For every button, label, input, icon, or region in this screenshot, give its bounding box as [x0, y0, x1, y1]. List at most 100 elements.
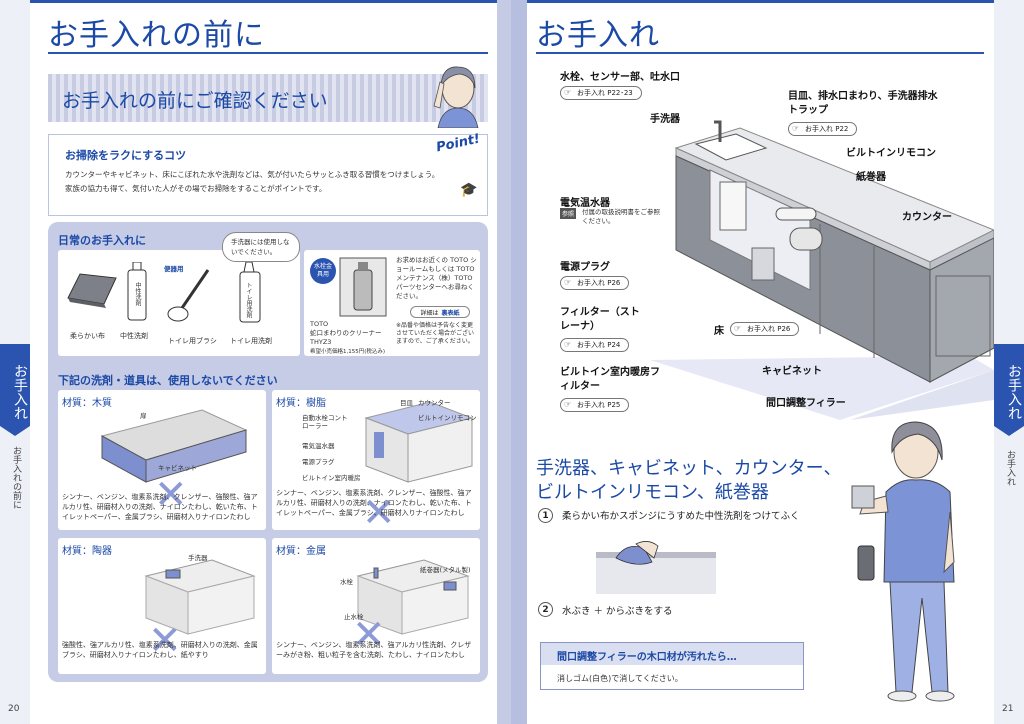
detail-link-box[interactable]: 詳細は 裏表紙 — [410, 306, 470, 318]
hand-icon: ☞ — [564, 88, 572, 97]
hand-icon: ☞ — [734, 324, 742, 333]
left-page-number: 20 — [8, 704, 20, 714]
resin-text: シンナー、ベンジン、塩素系洗剤、クレンザー、強酸性、強アルカリ性、研磨材入りの洗… — [276, 489, 472, 517]
metal-x-mark: ✕ — [352, 612, 386, 658]
product-inquiry: お求めはお近くの TOTO ショールームもしくは TOTO メンテナンス（株）T… — [396, 256, 477, 300]
callout-remote: ビルトインリモコン — [846, 148, 936, 159]
cleaning-section-title-2: ビルトインリモコン、紙巻器 — [536, 482, 769, 503]
ref-filter[interactable]: ☞お手入れ P24 — [560, 338, 630, 352]
resin-label-remote: ビルトインリモコン — [418, 414, 477, 422]
banner-text: お手入れの前にご確認ください — [62, 90, 328, 112]
callout-paper: 紙巻器 — [856, 172, 886, 183]
step-2-text: 水ぶき ＋ からぶきをする — [562, 606, 673, 617]
product-tag-text: 水栓金具用 — [313, 263, 332, 278]
convenient-label: 便器用 — [164, 265, 184, 273]
ceramic-cabinet-diagram — [144, 559, 256, 635]
ceramic-label-basin: 手洗器 — [188, 554, 208, 562]
right-title-underline — [536, 52, 984, 54]
metal-label-stopcock: 止水栓 — [344, 613, 364, 621]
callout-faucet: 水栓、センサー部、吐水口 — [560, 72, 680, 83]
resin-label-counter: カウンター — [418, 399, 451, 407]
filler-box-header-text: 間口調整フィラーの木口材が汚れたら… — [557, 652, 737, 663]
daily-item-cloth: 柔らかい布 — [70, 332, 105, 340]
product-name: TOTO 蛇口まわりのクリーナー THYZ3 — [310, 320, 382, 346]
daily-item-cleaner: トイレ用洗剤 — [230, 337, 272, 345]
detergent-bottle-icon — [127, 262, 147, 321]
center-gutter-right — [511, 0, 527, 724]
hand-icon: ☞ — [564, 340, 572, 349]
daily-care-header: 日常のお手入れに — [58, 234, 146, 247]
metal-card-title: 材質：金属 — [276, 546, 326, 557]
cabinet-illustration — [650, 120, 994, 420]
hand-icon: ☞ — [792, 124, 800, 133]
metal-label-faucet: 水栓 — [340, 578, 353, 586]
toilet-cleaner-icon — [239, 262, 261, 323]
left-side-sub: お手入れの前に — [11, 446, 21, 509]
wood-label-cabinet: キャビネット — [158, 464, 197, 472]
price-note: ※品番や価格は予告なく変更させていただく場合がございますので、ご了承ください。 — [396, 322, 475, 345]
right-side-sub: お手入れ — [1005, 450, 1015, 486]
bottle-label-1: 中性洗剤 — [134, 282, 141, 306]
resin-label-controller: 自動水栓コントローラー — [302, 414, 348, 430]
callout-heating-filter: ビルトイン室内暖房フィルター — [560, 367, 660, 392]
product-price: 希望小売価格1,155円(税込み) — [310, 349, 386, 355]
wood-cabinet-diagram — [100, 409, 248, 483]
step-1-number: 1 — [538, 508, 553, 523]
resin-x-mark: ✕ — [362, 490, 396, 536]
right-side-tab: お手入れ — [994, 344, 1024, 426]
callout-filler: 間口調整フィラー — [766, 398, 846, 409]
woman-cleaning-illustration — [851, 421, 955, 702]
wood-card: 材質：木質 — [58, 390, 266, 530]
resin-label-drain: 目皿 — [400, 399, 413, 407]
ref-plug-text: お手入れ P26 — [577, 279, 621, 287]
callout-floor: 床 — [714, 326, 724, 337]
hand-icon: ☞ — [564, 278, 572, 287]
ref-plug[interactable]: ☞ お手入れ P26 — [560, 276, 630, 290]
daily-item-brush: トイレ用ブラシ — [168, 337, 217, 345]
cleaning-section-title-1: 手洗器、キャビネット、カウンター、 — [536, 458, 842, 479]
detail-label: 詳細は — [420, 309, 439, 317]
confirm-banner: お手入れの前にご確認ください — [48, 74, 488, 122]
ceramic-text: 強酸性、強アルカリ性、塩素系洗剤、研磨材入りの洗剤、金属ブラシ、研磨材入りナイロ… — [62, 641, 258, 659]
toilet-brush-icon — [167, 269, 210, 322]
ref-floor[interactable]: ☞ お手入れ P26 — [730, 322, 800, 336]
callout-heater: 電気温水器 — [560, 198, 610, 209]
callout-plug: 電源プラグ — [560, 262, 610, 273]
wood-x-mark: ✕ — [154, 472, 188, 518]
top-rule-left — [0, 0, 497, 3]
ref-faucet[interactable]: ☞ お手入れ P22･23 — [560, 86, 642, 100]
ref-drain[interactable]: ☞お手入れ P22 — [788, 122, 858, 136]
product-tag: 水栓金具用 — [310, 258, 336, 284]
filler-box-header: 間口調整フィラーの木口材が汚れたら… — [541, 643, 803, 665]
resin-label-plug: 電源プラグ — [302, 458, 335, 466]
manual-note: 付属の取扱説明書をご参照ください。 — [582, 208, 660, 225]
cleaner-product-icon — [339, 257, 387, 317]
left-side-tab: お手入れ — [0, 344, 30, 426]
banned-header: 下記の洗剤・道具は、使用しないでください — [58, 374, 278, 387]
detail-link[interactable]: 裏表紙 — [441, 309, 460, 317]
right-page-number: 21 — [1002, 704, 1014, 714]
center-gutter-left — [497, 0, 511, 724]
step-1-text: 柔らかい布かスポンジにうすめた中性洗剤をつけてふく — [562, 511, 800, 522]
filler-box: 間口調整フィラーの木口材が汚れたら… 消しゴム(白色)で消してください。 — [540, 642, 804, 690]
point-card-line2: 家族の協力も得て、気付いた人がその場でお掃除をすることがポイントです。 — [65, 184, 327, 193]
resin-cabinet-diagram — [364, 401, 474, 483]
ref-floor-text: お手入れ P26 — [747, 325, 791, 333]
point-card: お掃除をラクにするコツ カウンターやキャビネット、床にこぼれた水や洗剤などは、気… — [48, 134, 488, 216]
callout-counter: カウンター — [902, 212, 952, 223]
metal-text: シンナー、ベンジン、塩素系洗剤、強アルカリ性洗剤、クレザーみがき粉、粗い粒子を含… — [276, 641, 472, 659]
left-title-underline — [48, 52, 488, 54]
ref-faucet-text: お手入れ P22･23 — [577, 89, 633, 97]
resin-card-title: 材質：樹脂 — [276, 398, 326, 409]
ref-heating-filter[interactable]: ☞お手入れ P25 — [560, 398, 630, 412]
right-page-title: お手入れ — [536, 18, 660, 53]
point-card-header: お掃除をラクにするコツ — [65, 149, 187, 162]
callout-cabinet: キャビネット — [762, 366, 822, 377]
manual-note-tag: 参照 — [560, 208, 577, 219]
wood-label-door: 扉 — [140, 412, 147, 420]
daily-item-detergent: 中性洗剤 — [120, 332, 148, 340]
filler-box-text: 消しゴム(白色)で消してください。 — [557, 674, 683, 683]
bottle-label-2: トイレ用洗剤 — [245, 282, 252, 318]
metal-cabinet-diagram — [356, 559, 470, 635]
woman-illustration-icon — [433, 66, 479, 128]
